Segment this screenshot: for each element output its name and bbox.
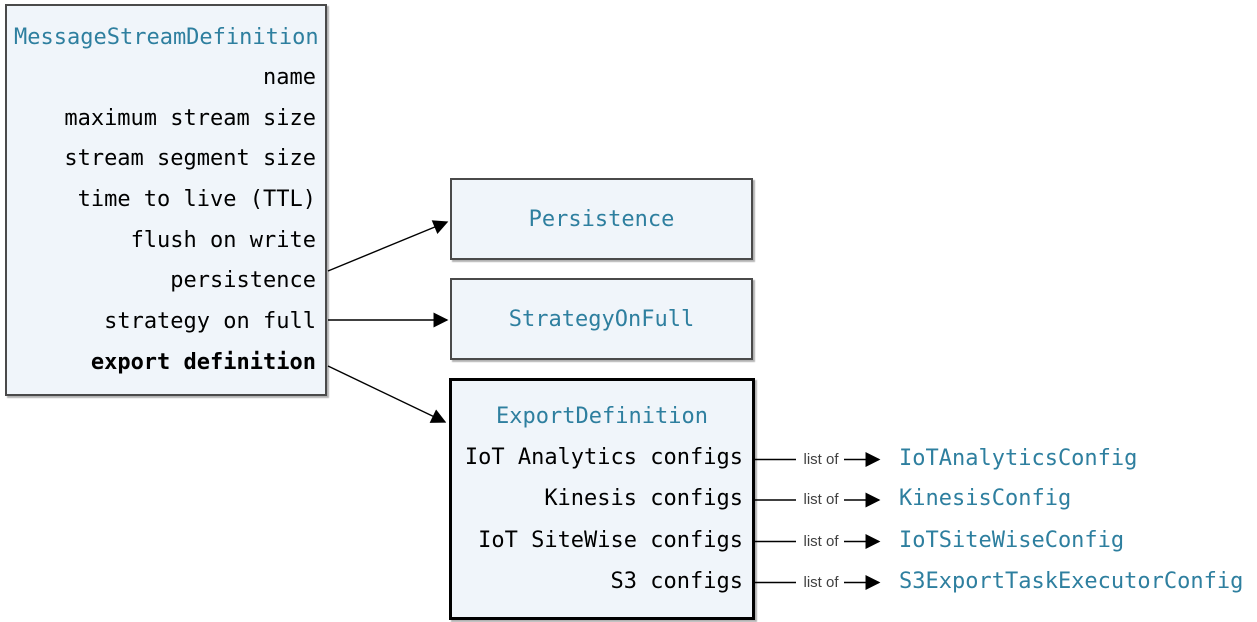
target-class-s3-export-task-executor-config: S3ExportTaskExecutorConfig <box>899 568 1244 594</box>
class-box-export-definition: ExportDefinition IoT Analytics configs K… <box>449 378 755 620</box>
connector-label-list-of-3: list of <box>803 532 839 550</box>
field-kinesis-configs: Kinesis configs <box>544 486 743 512</box>
class-title-export-definition: ExportDefinition <box>496 404 708 429</box>
field-flush-on-write: flush on write <box>130 227 316 253</box>
connector-label-list-of-1: list of <box>803 450 839 468</box>
target-class-iot-sitewise-config: IoTSiteWiseConfig <box>899 527 1125 553</box>
field-name: name <box>263 65 316 90</box>
field-export-definition: export definition <box>90 349 316 375</box>
class-title-message-stream-definition: MessageStreamDefinition <box>14 25 319 50</box>
arrow-export-definition <box>327 365 445 422</box>
arrow-persistence <box>327 222 447 272</box>
field-iot-sitewise-configs: IoT SiteWise configs <box>478 527 743 553</box>
class-box-strategy-on-full: StrategyOnFull <box>450 278 753 360</box>
target-class-kinesis-config: KinesisConfig <box>899 486 1072 511</box>
class-box-persistence: Persistence <box>450 178 753 260</box>
target-class-iot-analytics-config: IoTAnalyticsConfig <box>899 445 1138 471</box>
field-iot-analytics-configs: IoT Analytics configs <box>464 445 743 470</box>
field-persistence: persistence <box>170 268 316 294</box>
field-stream-segment-size: stream segment size <box>64 146 316 172</box>
connector-label-list-of-2: list of <box>803 491 839 508</box>
field-strategy-on-full: strategy on full <box>104 309 316 335</box>
field-maximum-stream-size: maximum stream size <box>64 105 316 131</box>
field-time-to-live: time to live (TTL) <box>77 187 316 213</box>
connector-label-list-of-4: list of <box>803 573 839 591</box>
field-s3-configs: S3 configs <box>610 568 743 594</box>
class-box-message-stream-definition: MessageStreamDefinition name maximum str… <box>5 4 327 396</box>
class-title-strategy-on-full: StrategyOnFull <box>508 306 695 332</box>
class-title-persistence: Persistence <box>528 206 675 232</box>
